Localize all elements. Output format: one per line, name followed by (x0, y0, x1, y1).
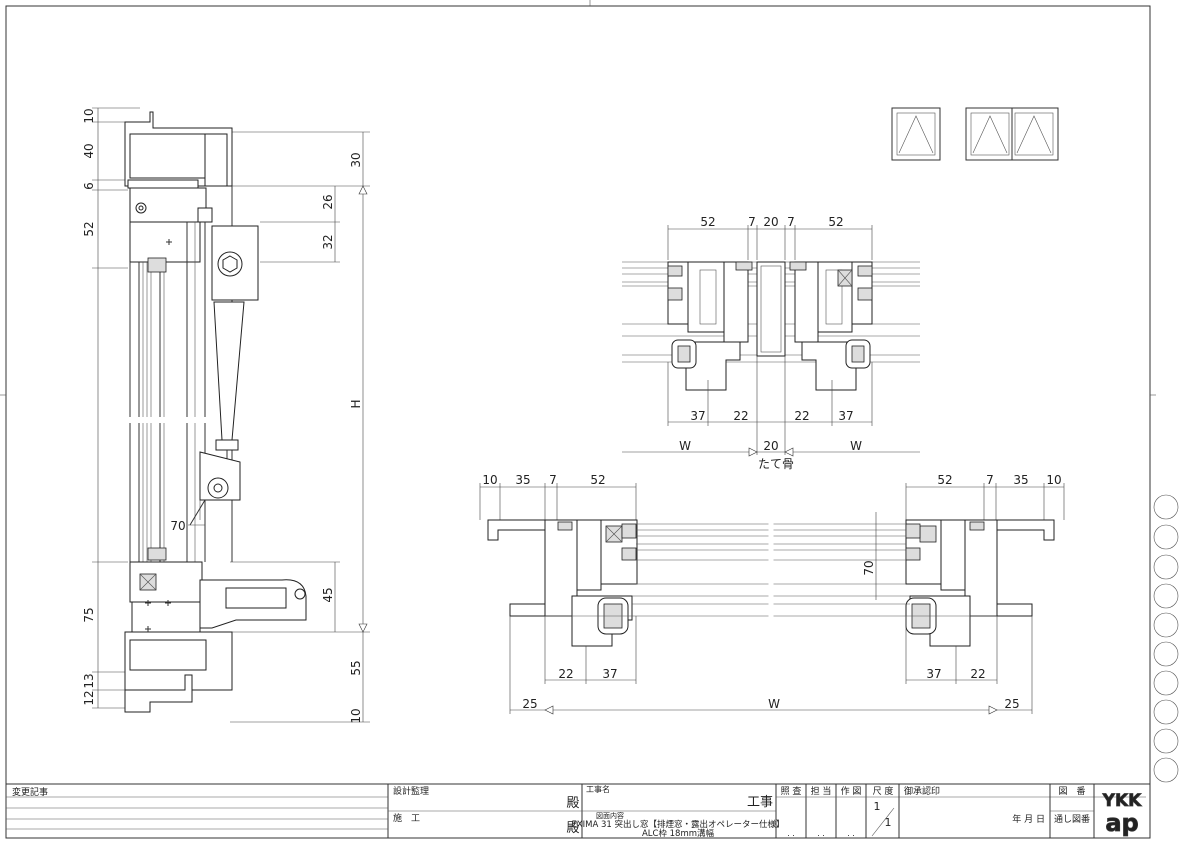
mullion-dim-w-right: W (850, 439, 862, 453)
mullion-dim-37-left: 37 (690, 409, 705, 423)
mullion-caption: たて骨 (758, 457, 794, 471)
charge-label: 担 当 (811, 785, 832, 797)
horiz-dim-37-left: 37 (602, 667, 617, 681)
horiz-dim-70: 70 (862, 560, 876, 575)
dim-left-13: 13 (82, 673, 96, 688)
dim-right-32: 32 (321, 234, 335, 249)
horiz-dim-35-left: 35 (515, 473, 530, 487)
horiz-dim-10-left: 10 (482, 473, 497, 487)
title-block: 変更記事 設計監理 施 工 殿 殿 工事名 工事 図面内容 EXIMA 31 突… (5, 783, 1151, 839)
dim-right-30: 30 (349, 152, 363, 167)
dim-left-40: 40 (82, 143, 96, 158)
drawing-number-label: 図 番 (1058, 785, 1085, 797)
svg-text:YKK: YKK (1102, 791, 1142, 811)
horiz-dim-25-right: 25 (1004, 697, 1019, 711)
horiz-dim-52-left: 52 (590, 473, 605, 487)
horizontal-section: 10 35 7 52 52 7 35 10 (479, 473, 1065, 715)
dim-left-52: 52 (82, 221, 96, 236)
margin-circles (1153, 494, 1179, 783)
drawing-content-label: 図面内容 (596, 811, 624, 820)
horiz-dim-10-right: 10 (1046, 473, 1061, 487)
horiz-dim-52-right: 52 (937, 473, 952, 487)
horiz-dim-22-right: 22 (970, 667, 985, 681)
scale-label: 尺 度 (873, 785, 894, 797)
svg-text:ap: ap (1105, 809, 1138, 837)
dim-left-10: 10 (82, 108, 96, 123)
dim-left-6: 6 (82, 182, 96, 190)
dim-right-10: 10 (349, 708, 363, 723)
mullion-dim-20: 20 (763, 215, 778, 229)
serial-number-label: 通し図番 (1054, 813, 1090, 825)
mullion-dim-7-left: 7 (748, 215, 756, 229)
check-label: 照 査 (781, 785, 802, 797)
ykk-ap-logo: YKK ap (1101, 791, 1142, 838)
date-label: 年 月 日 (1012, 813, 1045, 825)
horiz-dim-w: W (768, 697, 780, 711)
svg-text:. .: . . (787, 829, 795, 838)
svg-text:. .: . . (817, 829, 825, 838)
dim-left-75: 75 (82, 607, 96, 622)
mullion-dim-52-left: 52 (700, 215, 715, 229)
approval-label: 御承認印 (904, 785, 940, 797)
vertical-section: 10 40 6 52 75 13 12 30 26 32 H 45 55 10 … (82, 107, 370, 724)
drawing-title-1: EXIMA 31 突出し窓【排煙窓・露出オペレーター仕様】 (571, 819, 784, 830)
mullion-dim-w-left: W (679, 439, 691, 453)
dim-inner-70: 70 (170, 519, 185, 533)
horiz-dim-25-left: 25 (522, 697, 537, 711)
mullion-dim-22-right: 22 (794, 409, 809, 423)
drawing-title-2: ALC枠 18mm溝幅 (642, 828, 715, 839)
construction-label: 施 工 (393, 812, 420, 824)
honorific-2: 殿 (566, 821, 579, 836)
horiz-dim-35-right: 35 (1013, 473, 1028, 487)
mullion-dim-7-right: 7 (787, 215, 795, 229)
mullion-dim-22-left: 22 (733, 409, 748, 423)
scale-value-1: 1 (874, 800, 881, 813)
horiz-dim-7-left: 7 (549, 473, 557, 487)
horiz-dim-7-right: 7 (986, 473, 994, 487)
dim-right-55: 55 (349, 660, 363, 675)
mullion-dim-52-right: 52 (828, 215, 843, 229)
dim-right-45: 45 (321, 587, 335, 602)
project-name-label: 工事名 (586, 784, 610, 794)
mullion-dim-20-bottom: 20 (763, 439, 778, 453)
elevation-icons (891, 107, 1059, 161)
honorific-1: 殿 (566, 796, 579, 811)
horiz-dim-22-left: 22 (558, 667, 573, 681)
svg-text:. .: . . (847, 829, 855, 838)
dim-right-h: H (349, 399, 363, 408)
mullion-section: 52 7 20 7 52 (622, 215, 920, 471)
mullion-dim-37-right: 37 (838, 409, 853, 423)
scale-value-2: 1 (885, 816, 892, 829)
dim-left-12: 12 (82, 690, 96, 705)
project-suffix: 工事 (747, 795, 773, 810)
draw-label: 作 図 (841, 785, 862, 797)
dim-right-26: 26 (321, 194, 335, 209)
horiz-dim-37-right: 37 (926, 667, 941, 681)
revision-label: 変更記事 (12, 786, 48, 798)
design-supervision-label: 設計監理 (393, 785, 429, 797)
